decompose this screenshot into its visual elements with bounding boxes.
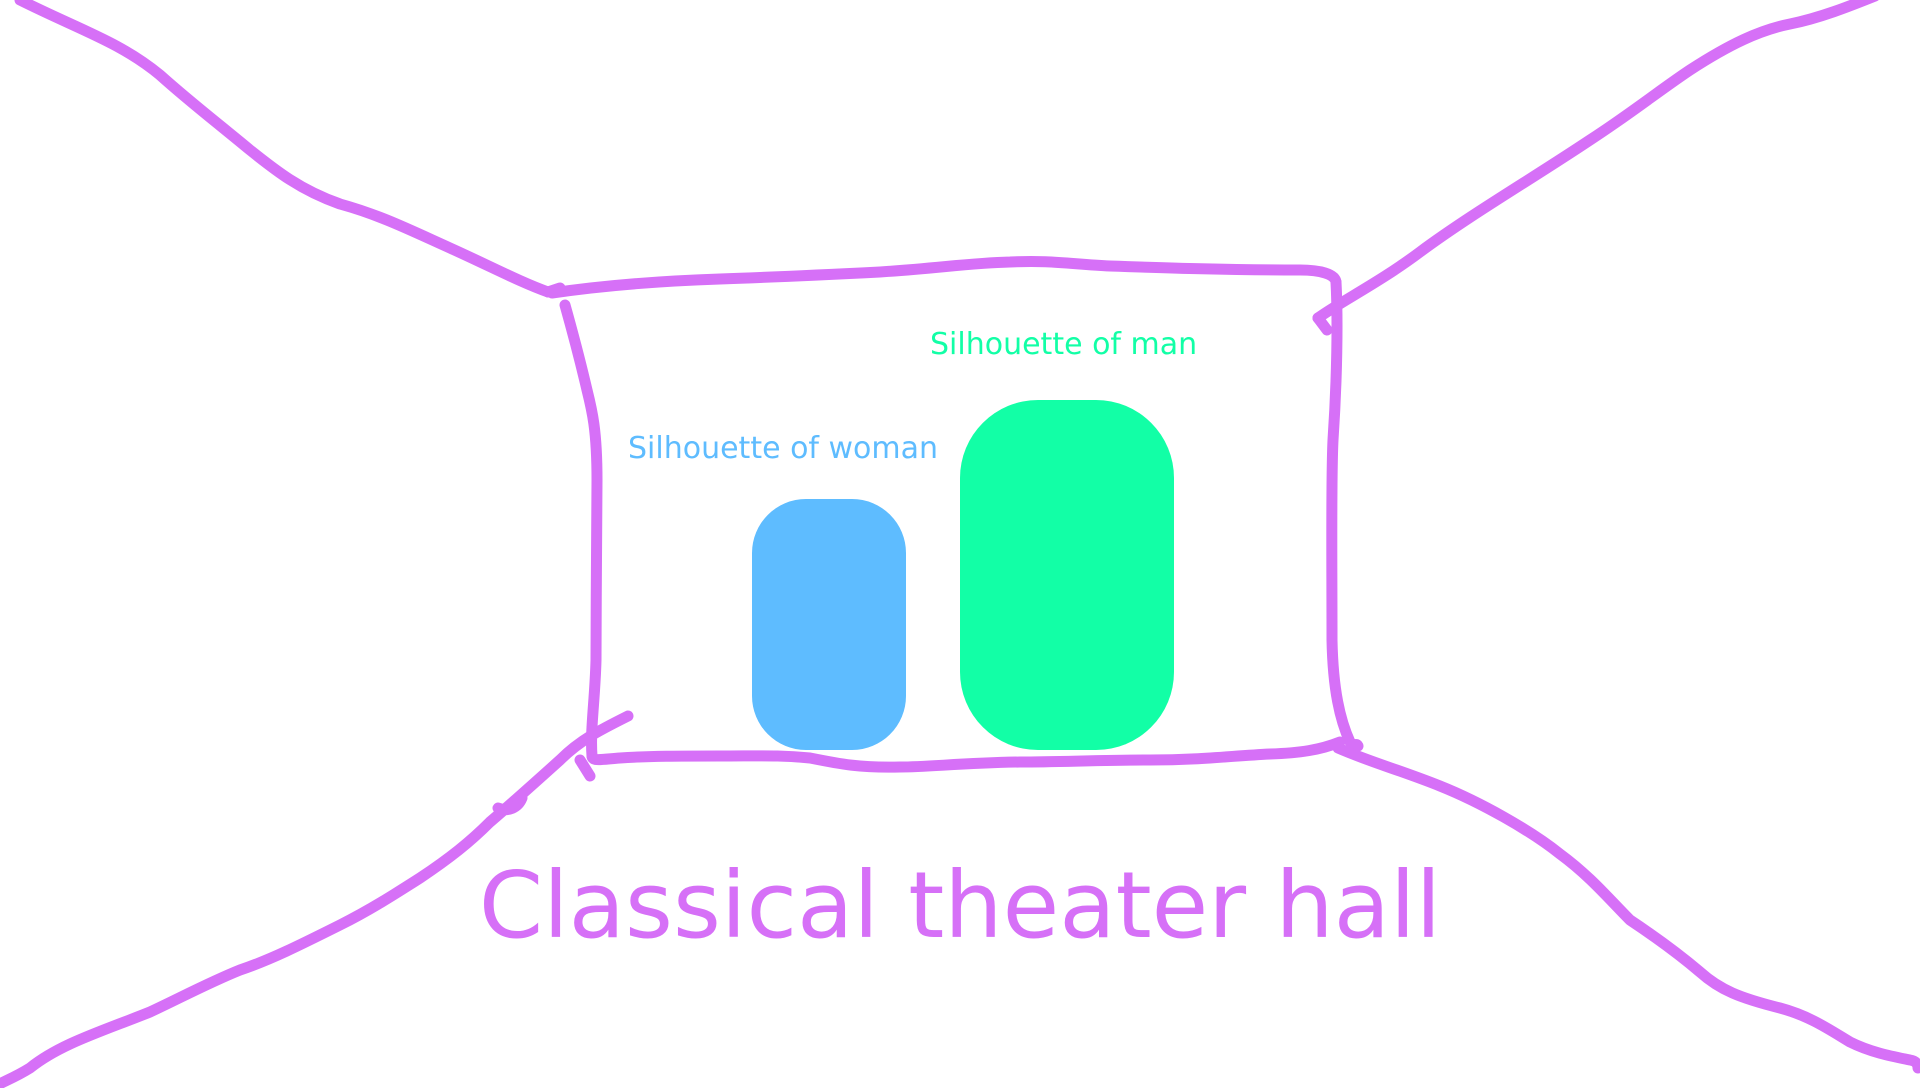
ray-top-right bbox=[1312, 0, 1879, 324]
ray-top-left bbox=[14, 0, 554, 298]
stage-frame-top bbox=[546, 255, 1342, 299]
diagram-title: Classical theater hall bbox=[478, 852, 1442, 959]
woman-silhouette bbox=[752, 499, 906, 750]
tick-top-right bbox=[1312, 312, 1333, 336]
man-silhouette-label: Silhouette of man bbox=[930, 327, 1198, 362]
stage-frame-bottom bbox=[586, 736, 1346, 773]
woman-silhouette-label: Silhouette of woman bbox=[628, 431, 939, 466]
tick-bottom-left-2 bbox=[492, 792, 528, 816]
tick-bottom-left bbox=[574, 754, 596, 782]
ray-bottom-left bbox=[0, 710, 634, 1088]
stage-frame-right bbox=[1326, 276, 1364, 752]
ray-bottom-right bbox=[1332, 742, 1920, 1074]
stage-frame-left bbox=[559, 299, 603, 762]
man-silhouette bbox=[960, 400, 1174, 750]
tick-top-left bbox=[542, 282, 566, 298]
